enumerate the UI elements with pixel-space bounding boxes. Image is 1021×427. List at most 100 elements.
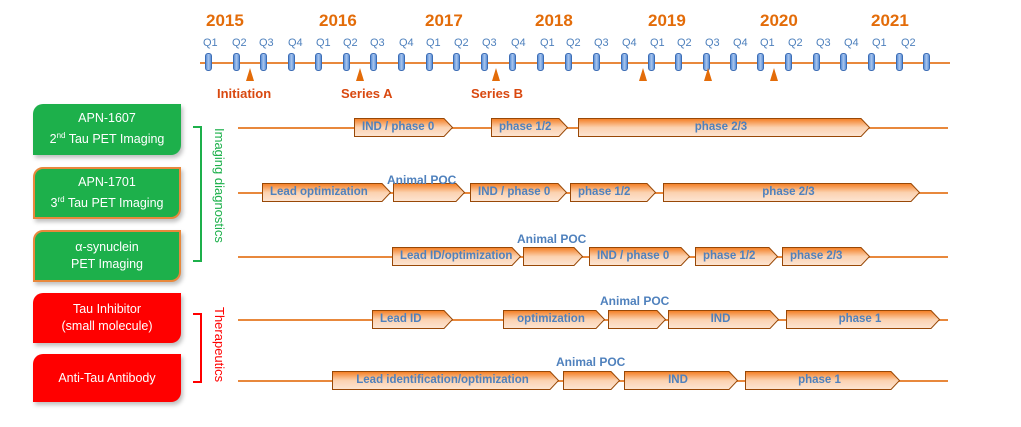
year-label: 2021 — [871, 11, 909, 30]
quarter-tick — [398, 53, 405, 71]
quarter-label: Q3 — [259, 37, 274, 49]
quarter-tick — [288, 53, 295, 71]
quarter-tick — [868, 53, 875, 71]
event-label-series-b: Series B — [471, 86, 524, 101]
program-name: α-synuclein — [75, 240, 139, 254]
quarter-label: Q3 — [370, 37, 385, 49]
program-alpha-synuclein: α-synuclein PET Imaging — [33, 230, 181, 282]
group-label-therapeutics: Therapeutics — [212, 307, 227, 383]
stage-arrow: phase 2/3 — [663, 183, 921, 202]
quarter-tick — [343, 53, 350, 71]
quarter-label: Q1 — [872, 37, 887, 49]
quarter-label: Q4 — [288, 37, 303, 49]
stage-arrow: optimization — [503, 310, 606, 329]
quarter-tick — [923, 53, 930, 71]
quarter-tick — [675, 53, 682, 71]
stage-label: IND / phase 0 — [478, 186, 551, 198]
program-description: (small molecule) — [61, 319, 153, 333]
stage-arrow: phase 1 — [786, 310, 941, 329]
program-anti-tau-antibody: Anti-Tau Antibody — [33, 354, 181, 402]
quarter-label: Q1 — [650, 37, 665, 49]
group-label-imaging: Imaging diagnostics — [212, 128, 227, 243]
year-label: 2018 — [535, 11, 573, 30]
quarter-label: Q2 — [788, 37, 803, 49]
stage-arrow: IND / phase 0 — [470, 183, 568, 202]
event-marker — [246, 68, 254, 81]
program-description: PET Imaging — [70, 257, 144, 271]
quarter-label: Q3 — [594, 37, 609, 49]
stage-arrow — [523, 247, 585, 266]
stage-label: IND — [668, 374, 688, 386]
quarter-tick — [785, 53, 792, 71]
quarter-label: Q2 — [566, 37, 581, 49]
stage-label: Lead identification/optimization — [356, 374, 529, 386]
quarter-tick — [426, 53, 433, 71]
stage-label: Lead ID/optimization — [400, 250, 513, 262]
quarter-label: Q2 — [232, 37, 247, 49]
quarter-label: Q4 — [733, 37, 748, 49]
quarter-tick — [757, 53, 764, 71]
stage-arrow — [563, 371, 621, 390]
stage-arrow: phase 1/2 — [491, 118, 569, 137]
stage-label — [608, 310, 660, 329]
quarter-tick — [205, 53, 212, 71]
stage-label: optimization — [517, 313, 585, 325]
stage-label — [523, 247, 585, 266]
quarter-tick — [260, 53, 267, 71]
stage-label: phase 1 — [798, 374, 841, 386]
quarter-tick — [621, 53, 628, 71]
stage-label: phase 2/3 — [694, 121, 748, 133]
quarter-label: Q4 — [844, 37, 859, 49]
quarter-tick — [537, 53, 544, 71]
event-marker — [492, 68, 500, 81]
stage-label: phase 2/3 — [790, 250, 843, 262]
stage-label: IND — [710, 313, 731, 325]
year-label: 2019 — [648, 11, 686, 30]
stage-arrow: phase 1 — [745, 371, 901, 390]
quarter-label: Q1 — [540, 37, 555, 49]
quarter-label: Q3 — [705, 37, 720, 49]
timeline-axis — [200, 62, 950, 64]
quarter-tick — [370, 53, 377, 71]
milestone-animal-poc: Animal POC — [387, 173, 457, 187]
imaging-bracket — [193, 126, 202, 262]
quarter-label: Q4 — [622, 37, 637, 49]
program-name: Anti-Tau Antibody — [58, 370, 156, 385]
therapeutics-bracket — [193, 313, 202, 383]
event-label-initiation: Initiation — [217, 86, 272, 101]
stage-arrow: Lead ID — [372, 310, 454, 329]
stage-label: phase 1/2 — [578, 186, 631, 198]
stage-arrow: IND — [668, 310, 780, 329]
quarter-label: Q4 — [399, 37, 414, 49]
program-apn-1701: APN-1701 3rd Tau PET Imaging — [33, 167, 181, 219]
stage-arrow — [393, 183, 466, 202]
quarter-tick — [593, 53, 600, 71]
milestone-animal-poc: Animal POC — [517, 232, 587, 246]
quarter-label: Q1 — [426, 37, 441, 49]
event-marker — [639, 68, 647, 81]
event-marker — [704, 68, 712, 81]
stage-arrow: Lead identification/optimization — [332, 371, 560, 390]
quarter-tick — [730, 53, 737, 71]
stage-label: IND / phase 0 — [597, 250, 670, 262]
stage-arrow — [608, 310, 667, 329]
quarter-label: Q2 — [677, 37, 692, 49]
quarter-label: Q1 — [203, 37, 218, 49]
program-name: APN-1607 — [78, 111, 136, 126]
stage-label: phase 1/2 — [499, 121, 552, 133]
stage-arrow: Lead ID/optimization — [392, 247, 522, 266]
quarter-tick — [565, 53, 572, 71]
stage-label: phase 1 — [838, 313, 882, 325]
stage-arrow: Lead optimization — [262, 183, 392, 202]
event-label-series-a: Series A — [341, 86, 393, 101]
program-name: APN-1701 — [78, 174, 136, 189]
stage-arrow: phase 2/3 — [578, 118, 871, 137]
quarter-label: Q1 — [316, 37, 331, 49]
quarter-label: Q1 — [760, 37, 775, 49]
quarter-tick — [896, 53, 903, 71]
quarter-tick — [453, 53, 460, 71]
stage-label: Lead ID — [380, 313, 422, 325]
quarter-label: Q2 — [901, 37, 916, 49]
program-description: 3rd Tau PET Imaging — [50, 194, 164, 211]
stage-arrow: IND / phase 0 — [354, 118, 454, 137]
